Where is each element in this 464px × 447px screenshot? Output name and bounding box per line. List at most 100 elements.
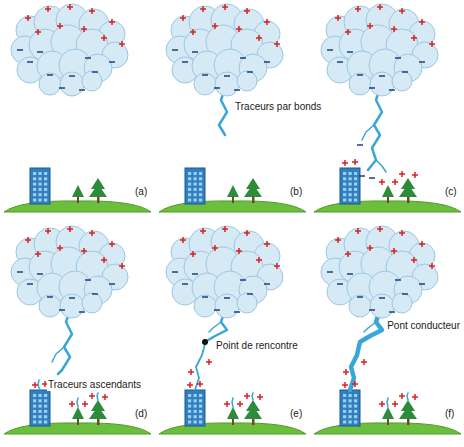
plus-sign [37, 29, 39, 35]
building-window [44, 177, 47, 180]
minus-sign [85, 57, 91, 59]
minus-sign [402, 71, 408, 73]
leader-branch [364, 322, 376, 332]
plus-sign [71, 401, 73, 407]
tree-trunk [252, 418, 255, 425]
leader-branch [376, 160, 386, 172]
upward-streamer [38, 380, 40, 390]
building-window [39, 172, 42, 175]
building-window [33, 188, 36, 191]
plus-sign [354, 381, 356, 387]
panel [159, 226, 306, 434]
building-window [188, 188, 191, 191]
tree [382, 185, 394, 197]
cloud-puff [194, 73, 216, 95]
building-window [39, 199, 42, 202]
plus-sign [369, 23, 371, 29]
minus-sign [327, 49, 333, 51]
upward-streamer [195, 344, 205, 390]
minus-sign [17, 271, 23, 273]
plus-sign [258, 257, 260, 263]
plus-sign [190, 369, 192, 375]
plus-sign [224, 4, 226, 10]
plus-sign [69, 226, 71, 232]
plus-sign [84, 401, 86, 407]
plus-sign [214, 245, 216, 251]
plus-sign [379, 226, 381, 232]
building-window [194, 421, 197, 424]
building-window [33, 415, 36, 418]
building-window [199, 421, 202, 424]
minus-sign [264, 61, 270, 63]
building-window [194, 199, 197, 202]
building-window [194, 177, 197, 180]
building-window [349, 183, 352, 186]
building-window [354, 188, 357, 191]
plus-sign [357, 228, 359, 234]
plus-sign [69, 4, 71, 10]
building [185, 168, 205, 204]
plus-sign [393, 248, 395, 254]
building-window [33, 183, 36, 186]
plus-sign [189, 382, 191, 388]
plus-sign [238, 26, 240, 32]
minus-sign [240, 279, 246, 281]
plus-sign [276, 41, 278, 47]
building-window [39, 177, 42, 180]
building-window [199, 172, 202, 175]
plus-sign [246, 230, 248, 236]
building-window [354, 199, 357, 202]
building-window [199, 399, 202, 402]
panel [314, 226, 461, 434]
plus-sign [347, 29, 349, 35]
plus-sign [369, 245, 371, 251]
building-window [194, 183, 197, 186]
building-window [44, 199, 47, 202]
plus-sign [401, 393, 403, 399]
minus-sign [402, 293, 408, 295]
minus-sign [214, 87, 220, 89]
minus-sign [395, 279, 401, 281]
plus-sign [44, 381, 46, 387]
building-window [33, 410, 36, 413]
minus-sign [247, 71, 253, 73]
building-window [194, 415, 197, 418]
minus-sign [369, 177, 375, 179]
cloud-puff [82, 293, 102, 313]
minus-sign [69, 297, 75, 299]
tree-trunk [232, 418, 234, 425]
plus-sign [27, 15, 29, 21]
building-window [199, 410, 202, 413]
tree-trunk [387, 196, 389, 203]
minus-sign [17, 49, 23, 51]
tree [72, 407, 84, 419]
building-window [349, 199, 352, 202]
plus-sign [337, 237, 339, 243]
cloud-puff [392, 293, 412, 313]
plus-sign [401, 171, 403, 177]
minus-sign [337, 61, 343, 63]
building-window [188, 199, 191, 202]
cloud-puff [82, 71, 102, 91]
plus-sign [344, 160, 346, 166]
plus-sign [47, 228, 49, 234]
plus-sign [208, 359, 210, 365]
building-window [194, 188, 197, 191]
minus-sign [264, 283, 270, 285]
cloud-puff [370, 294, 394, 318]
minus-sign [69, 75, 75, 77]
panel-letter: (c) [444, 186, 458, 198]
upward-streamer [387, 398, 388, 407]
upward-streamer [77, 398, 78, 407]
minus-sign [389, 89, 395, 91]
cloud-puff [39, 73, 61, 95]
building-window [33, 399, 36, 402]
plus-sign [34, 382, 36, 388]
panel-letter: (d) [134, 408, 148, 420]
building-window [199, 177, 202, 180]
plus-sign [413, 35, 415, 41]
plus-sign [199, 381, 201, 387]
minus-sign [379, 75, 385, 77]
plus-sign [414, 172, 416, 178]
building-window [343, 183, 346, 186]
